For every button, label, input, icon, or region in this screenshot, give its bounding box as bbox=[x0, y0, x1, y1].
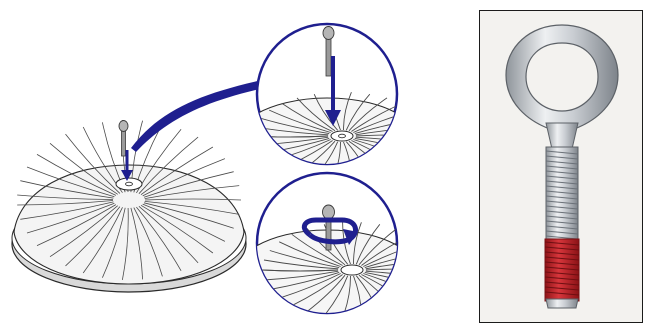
eye-bolt-photo bbox=[479, 10, 643, 323]
detail-insert-bolt bbox=[250, 24, 432, 180]
fixture-hole bbox=[126, 182, 133, 186]
fixture-overview bbox=[12, 120, 246, 292]
fin-line bbox=[366, 269, 442, 270]
eye-bolt-tip bbox=[546, 299, 578, 308]
main-eye-bolt-head bbox=[119, 121, 128, 132]
detail-insert-bolt-shank bbox=[326, 36, 331, 76]
callout-connector bbox=[131, 80, 264, 152]
detail-rotate-bolt bbox=[250, 173, 442, 320]
detail-insert-bolt-head bbox=[323, 27, 334, 40]
main-eye-bolt-shank bbox=[122, 128, 126, 156]
eye-bolt-neck bbox=[546, 123, 578, 149]
fin-line bbox=[356, 135, 432, 136]
detail-rotate-bolt-head bbox=[323, 205, 335, 219]
eye-bolt-ring bbox=[506, 25, 618, 129]
